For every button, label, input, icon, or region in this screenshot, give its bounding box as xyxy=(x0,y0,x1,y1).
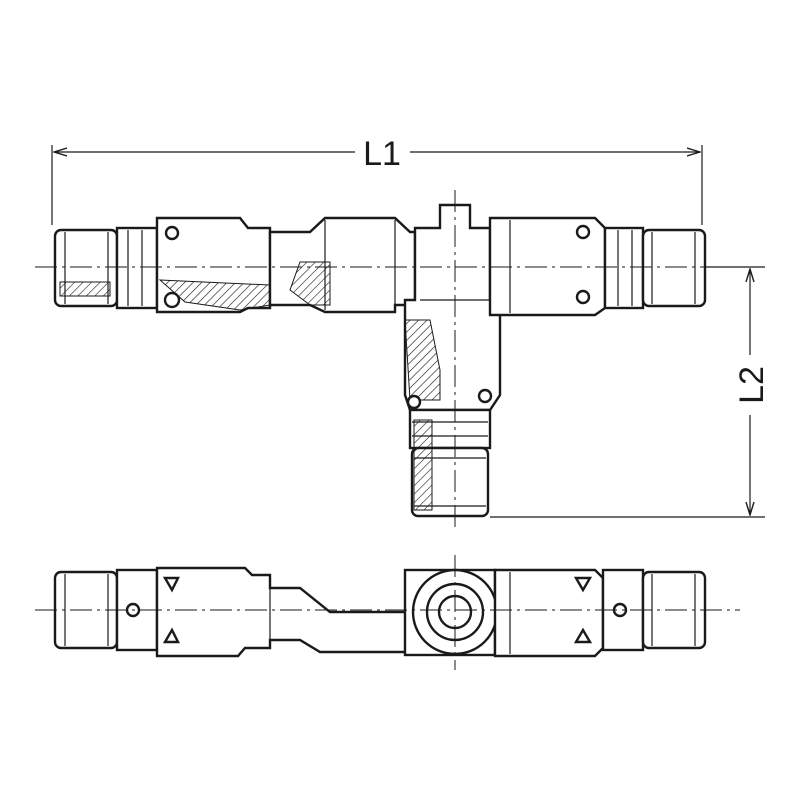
central-pipe xyxy=(268,216,417,314)
bottom-left-housing xyxy=(155,566,412,658)
left-drop-mark-top xyxy=(162,576,180,593)
right-drop-mark-bottom xyxy=(573,627,593,644)
left-drop-mark-bottom xyxy=(162,627,180,644)
tee-fitting-top-view xyxy=(35,555,740,670)
section-hatch-tee xyxy=(404,319,441,401)
right-rivet-top xyxy=(575,224,591,240)
section-hatch-left xyxy=(158,279,271,311)
right-drop-mark-top xyxy=(573,576,593,593)
dimension-l1: L1 xyxy=(51,135,703,225)
tee-rivet-left xyxy=(406,394,422,410)
dimension-l2: L2 xyxy=(490,266,771,518)
bottom-connector-end xyxy=(408,408,492,518)
bottom-right-connector-end xyxy=(601,568,707,652)
section-hatch-center xyxy=(289,261,331,306)
dimension-label-l2: L2 xyxy=(733,366,771,404)
left-rivet-top xyxy=(164,225,180,241)
right-rivet-bottom xyxy=(575,289,591,305)
section-hatch-left-inner xyxy=(59,281,111,297)
dimension-label-l1: L1 xyxy=(363,135,401,173)
right-connector-end xyxy=(603,226,707,310)
tee-fitting-front-view xyxy=(35,190,740,530)
tee-rivet-right xyxy=(477,388,493,404)
left-rivet-bottom xyxy=(163,291,181,309)
